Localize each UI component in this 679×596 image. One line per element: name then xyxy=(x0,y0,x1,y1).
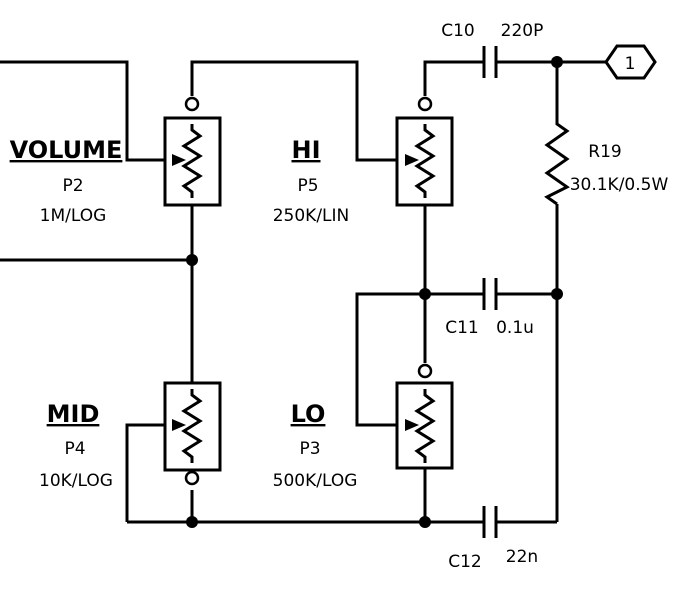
pot-volume-value: 1M/LOG xyxy=(40,206,107,226)
resistor-zigzag xyxy=(414,389,436,463)
pot-mid xyxy=(163,381,222,486)
pot-terminal-ring xyxy=(184,96,200,112)
pot-hi-name: HI xyxy=(291,136,320,164)
wiper-arrow xyxy=(172,419,186,431)
c10-ref: C10 xyxy=(441,21,475,41)
wire-volume-input xyxy=(0,60,165,162)
junction-dot xyxy=(551,56,563,68)
pot-hi-value: 250K/LIN xyxy=(273,206,350,226)
c10-value: 220P xyxy=(501,21,544,41)
pot-volume-name: VOLUME xyxy=(10,136,123,164)
resistor-zigzag xyxy=(181,389,203,463)
junction-dot xyxy=(551,288,563,300)
pot-mid-ref: P4 xyxy=(64,439,85,459)
output-connector: 1 xyxy=(604,44,657,80)
capacitor-c10 xyxy=(482,46,498,78)
resistor-zigzag xyxy=(414,124,436,198)
pot-lo xyxy=(395,363,454,470)
wire-volume-top-to-hi xyxy=(190,60,397,162)
resistor-r19 xyxy=(544,118,570,206)
c11-ref: C11 xyxy=(445,318,479,338)
junctions xyxy=(186,56,563,528)
c12-ref: C12 xyxy=(448,552,482,572)
pot-mid-name: MID xyxy=(47,400,100,428)
pot-hi-ref: P5 xyxy=(297,176,318,196)
pot-mid-value: 10K/LOG xyxy=(39,471,113,491)
junction-dot xyxy=(186,254,198,266)
capacitor-c11 xyxy=(482,278,498,310)
pot-lo-value: 500K/LOG xyxy=(273,471,358,491)
wire-mid-wiper-loop xyxy=(125,423,165,522)
r19-value: 30.1K/0.5W xyxy=(570,175,669,195)
junction-dot xyxy=(419,288,431,300)
pot-lo-ref: P3 xyxy=(299,439,320,459)
resistor-zigzag xyxy=(181,124,203,198)
connector-hexagon xyxy=(604,44,657,80)
c11-value: 0.1u xyxy=(496,318,534,338)
connector-label: 1 xyxy=(625,54,636,74)
pot-lo-name: LO xyxy=(291,400,326,428)
pot-terminal-ring xyxy=(417,96,433,112)
pot-volume-ref: P2 xyxy=(62,176,83,196)
wiper-arrow xyxy=(172,154,186,166)
wiper-arrow xyxy=(405,154,419,166)
wire-hi-top-to-c10 xyxy=(423,60,484,96)
junction-dot xyxy=(419,516,431,528)
pot-terminal-ring xyxy=(417,363,433,379)
resistor-zigzag xyxy=(544,118,570,206)
pot-volume xyxy=(163,96,222,207)
pot-hi xyxy=(395,96,454,207)
capacitor-c12 xyxy=(482,506,498,538)
junction-dot xyxy=(186,516,198,528)
r19-ref: R19 xyxy=(588,142,621,162)
c12-value: 22n xyxy=(506,547,538,567)
pot-terminal-ring xyxy=(184,470,200,486)
wiper-arrow xyxy=(405,419,419,431)
